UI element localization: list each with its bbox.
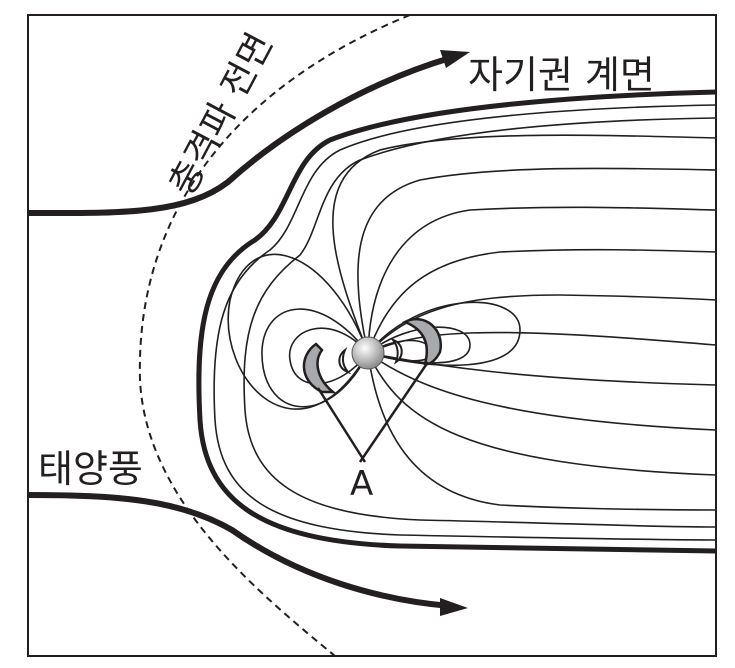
- frame: [27, 14, 717, 657]
- arrowhead-top: [440, 50, 470, 68]
- label-solar-wind: 태양풍: [38, 447, 143, 491]
- magnetopause-line: [196, 89, 717, 554]
- arrowhead-bottom: [440, 598, 468, 616]
- solar-wind-arrow-bottom: [27, 492, 451, 609]
- radiation-belt-right-inner: [390, 338, 403, 365]
- radiation-belt-left-outer: [302, 342, 337, 394]
- solar-wind-arrow-top: [27, 55, 451, 217]
- field-lines: [213, 104, 717, 541]
- bow-shock-line: [138, 14, 411, 657]
- earth: [351, 336, 385, 370]
- label-point-a: A: [350, 464, 373, 504]
- radiation-belt-right-outer: [401, 317, 443, 366]
- label-magnetopause: 자기권 계면: [468, 53, 655, 97]
- pointer-lines: [316, 361, 430, 463]
- label-bow-shock: 충격파 전면: [162, 27, 281, 203]
- radiation-belt-left-inner: [338, 346, 352, 375]
